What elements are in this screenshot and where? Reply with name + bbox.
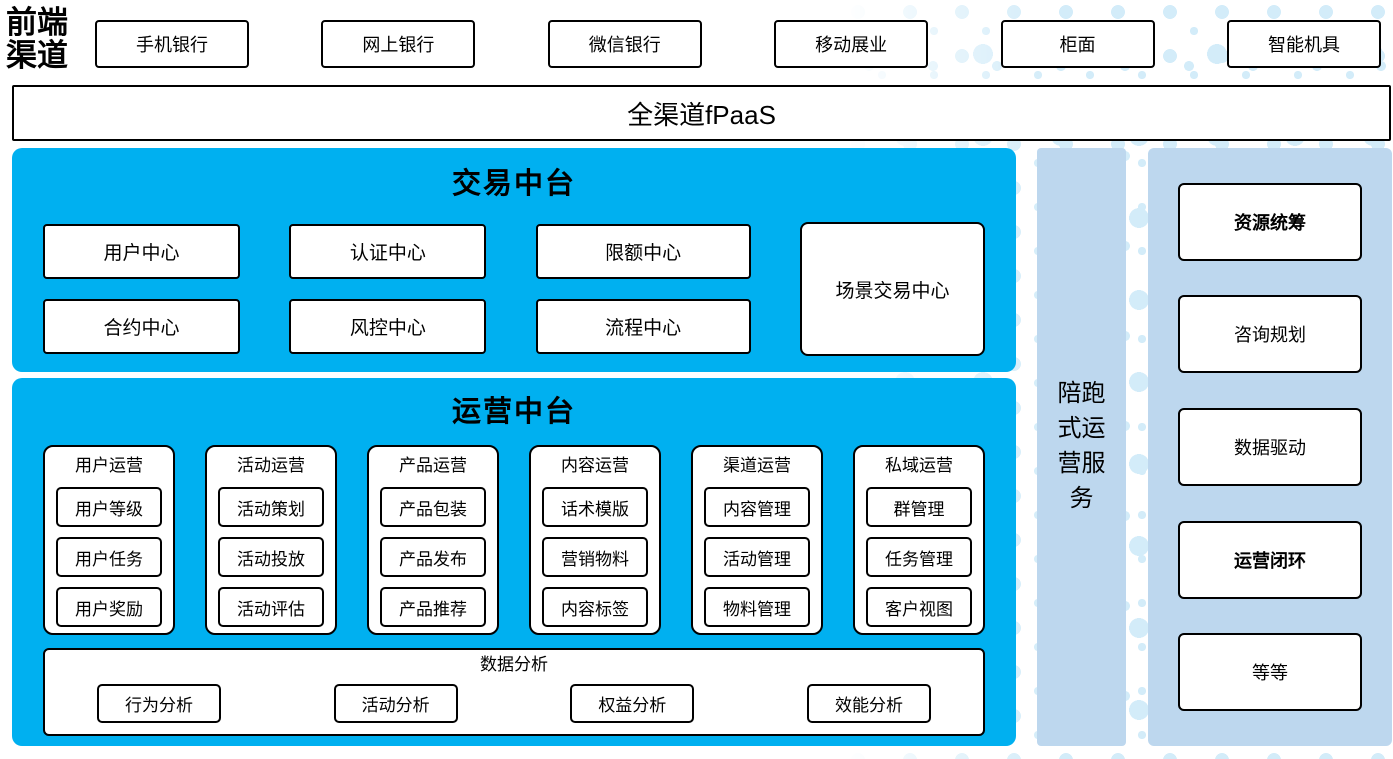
ops-item: 产品发布 [380, 537, 486, 577]
ops-column-header: 渠道运营 [723, 456, 791, 475]
operations-platform-section: 运营中台 用户运营 用户等级 用户任务 用户奖励 活动运营 活动策划 活动投放 … [12, 378, 1016, 746]
risk-center-box: 风控中心 [289, 299, 487, 354]
service-box-data-driven: 数据驱动 [1178, 407, 1362, 486]
ops-item: 产品推荐 [380, 587, 486, 627]
ops-item: 活动评估 [218, 587, 324, 627]
data-analysis-header: 数据分析 [480, 655, 548, 674]
ops-column-private-domain: 私域运营 群管理 任务管理 客户视图 [853, 445, 985, 635]
auth-center-box: 认证中心 [289, 224, 487, 279]
user-center-box: 用户中心 [43, 224, 240, 279]
trade-center-grid: 场景交易中心 用户中心 认证中心 限额中心 合约中心 风控中心 流程中心 [12, 222, 1016, 356]
channel-box-smart-devices: 智能机具 [1226, 20, 1381, 68]
frontend-channel-row: 手机银行 网上银行 微信银行 移动展业 柜面 智能机具 [95, 20, 1381, 68]
ops-item: 物料管理 [704, 587, 810, 627]
channel-box-mobile-banking: 手机银行 [95, 20, 249, 68]
service-box-consulting: 咨询规划 [1178, 295, 1362, 374]
contract-center-box: 合约中心 [43, 299, 240, 354]
service-box-ops-loop: 运营闭环 [1178, 520, 1362, 599]
ops-item: 产品包装 [380, 487, 486, 527]
ops-column-header: 产品运营 [399, 456, 467, 475]
ops-item: 用户任务 [56, 537, 162, 577]
ops-column-header: 内容运营 [561, 456, 629, 475]
service-panel: 资源统筹 咨询规划 数据驱动 运营闭环 等等 [1148, 148, 1392, 746]
data-analysis-items: 行为分析 活动分析 权益分析 效能分析 [45, 684, 983, 723]
analysis-item-activity: 活动分析 [333, 684, 458, 723]
channel-box-mobile-marketing: 移动展业 [774, 20, 929, 68]
ops-item: 内容标签 [542, 587, 648, 627]
analysis-item-behavior: 行为分析 [97, 684, 221, 723]
channel-box-wechat-banking: 微信银行 [547, 20, 702, 68]
ops-column-header: 私域运营 [885, 456, 953, 475]
trade-platform-title: 交易中台 [451, 168, 576, 200]
ops-item: 活动投放 [218, 537, 324, 577]
operations-platform-title: 运营中台 [451, 396, 576, 428]
ops-item: 群管理 [866, 487, 972, 527]
channel-box-online-banking: 网上银行 [321, 20, 476, 68]
operations-columns: 用户运营 用户等级 用户任务 用户奖励 活动运营 活动策划 活动投放 活动评估 … [12, 445, 1016, 635]
accompany-service-label: 陪跑式运营服务 [1057, 380, 1106, 512]
process-center-box: 流程中心 [535, 299, 751, 354]
ops-column-activity: 活动运营 活动策划 活动投放 活动评估 [205, 445, 337, 635]
analysis-item-efficiency: 效能分析 [806, 684, 931, 723]
data-analysis-box: 数据分析 行为分析 活动分析 权益分析 效能分析 [43, 648, 985, 736]
ops-item: 任务管理 [866, 537, 972, 577]
ops-column-user: 用户运营 用户等级 用户任务 用户奖励 [43, 445, 175, 635]
omnichannel-fpaas-bar: 全渠道fPaaS [12, 85, 1391, 141]
trade-platform-section: 交易中台 场景交易中心 用户中心 认证中心 限额中心 合约中心 风控中心 流程中… [12, 148, 1016, 372]
ops-column-product: 产品运营 产品包装 产品发布 产品推荐 [367, 445, 499, 635]
ops-column-channel: 渠道运营 内容管理 活动管理 物料管理 [691, 445, 823, 635]
scene-trade-center-box: 场景交易中心 [799, 222, 985, 356]
ops-item: 用户奖励 [56, 587, 162, 627]
limit-center-box: 限额中心 [535, 224, 751, 279]
ops-item: 用户等级 [56, 487, 162, 527]
ops-item: 话术模版 [542, 487, 648, 527]
frontend-channels-label: 前端渠道 [6, 5, 68, 74]
ops-item: 客户视图 [866, 587, 972, 627]
accompany-operation-service-bar: 陪跑式运营服务 [1037, 148, 1126, 746]
channel-box-counter: 柜面 [1000, 20, 1155, 68]
service-box-etc: 等等 [1178, 633, 1362, 712]
ops-column-content: 内容运营 话术模版 营销物料 内容标签 [529, 445, 661, 635]
ops-item: 活动策划 [218, 487, 324, 527]
ops-column-header: 用户运营 [75, 456, 143, 475]
ops-item: 内容管理 [704, 487, 810, 527]
ops-column-header: 活动运营 [237, 456, 305, 475]
ops-item: 活动管理 [704, 537, 810, 577]
analysis-item-rights: 权益分析 [570, 684, 695, 723]
ops-item: 营销物料 [542, 537, 648, 577]
service-box-resource-planning: 资源统筹 [1178, 182, 1362, 261]
